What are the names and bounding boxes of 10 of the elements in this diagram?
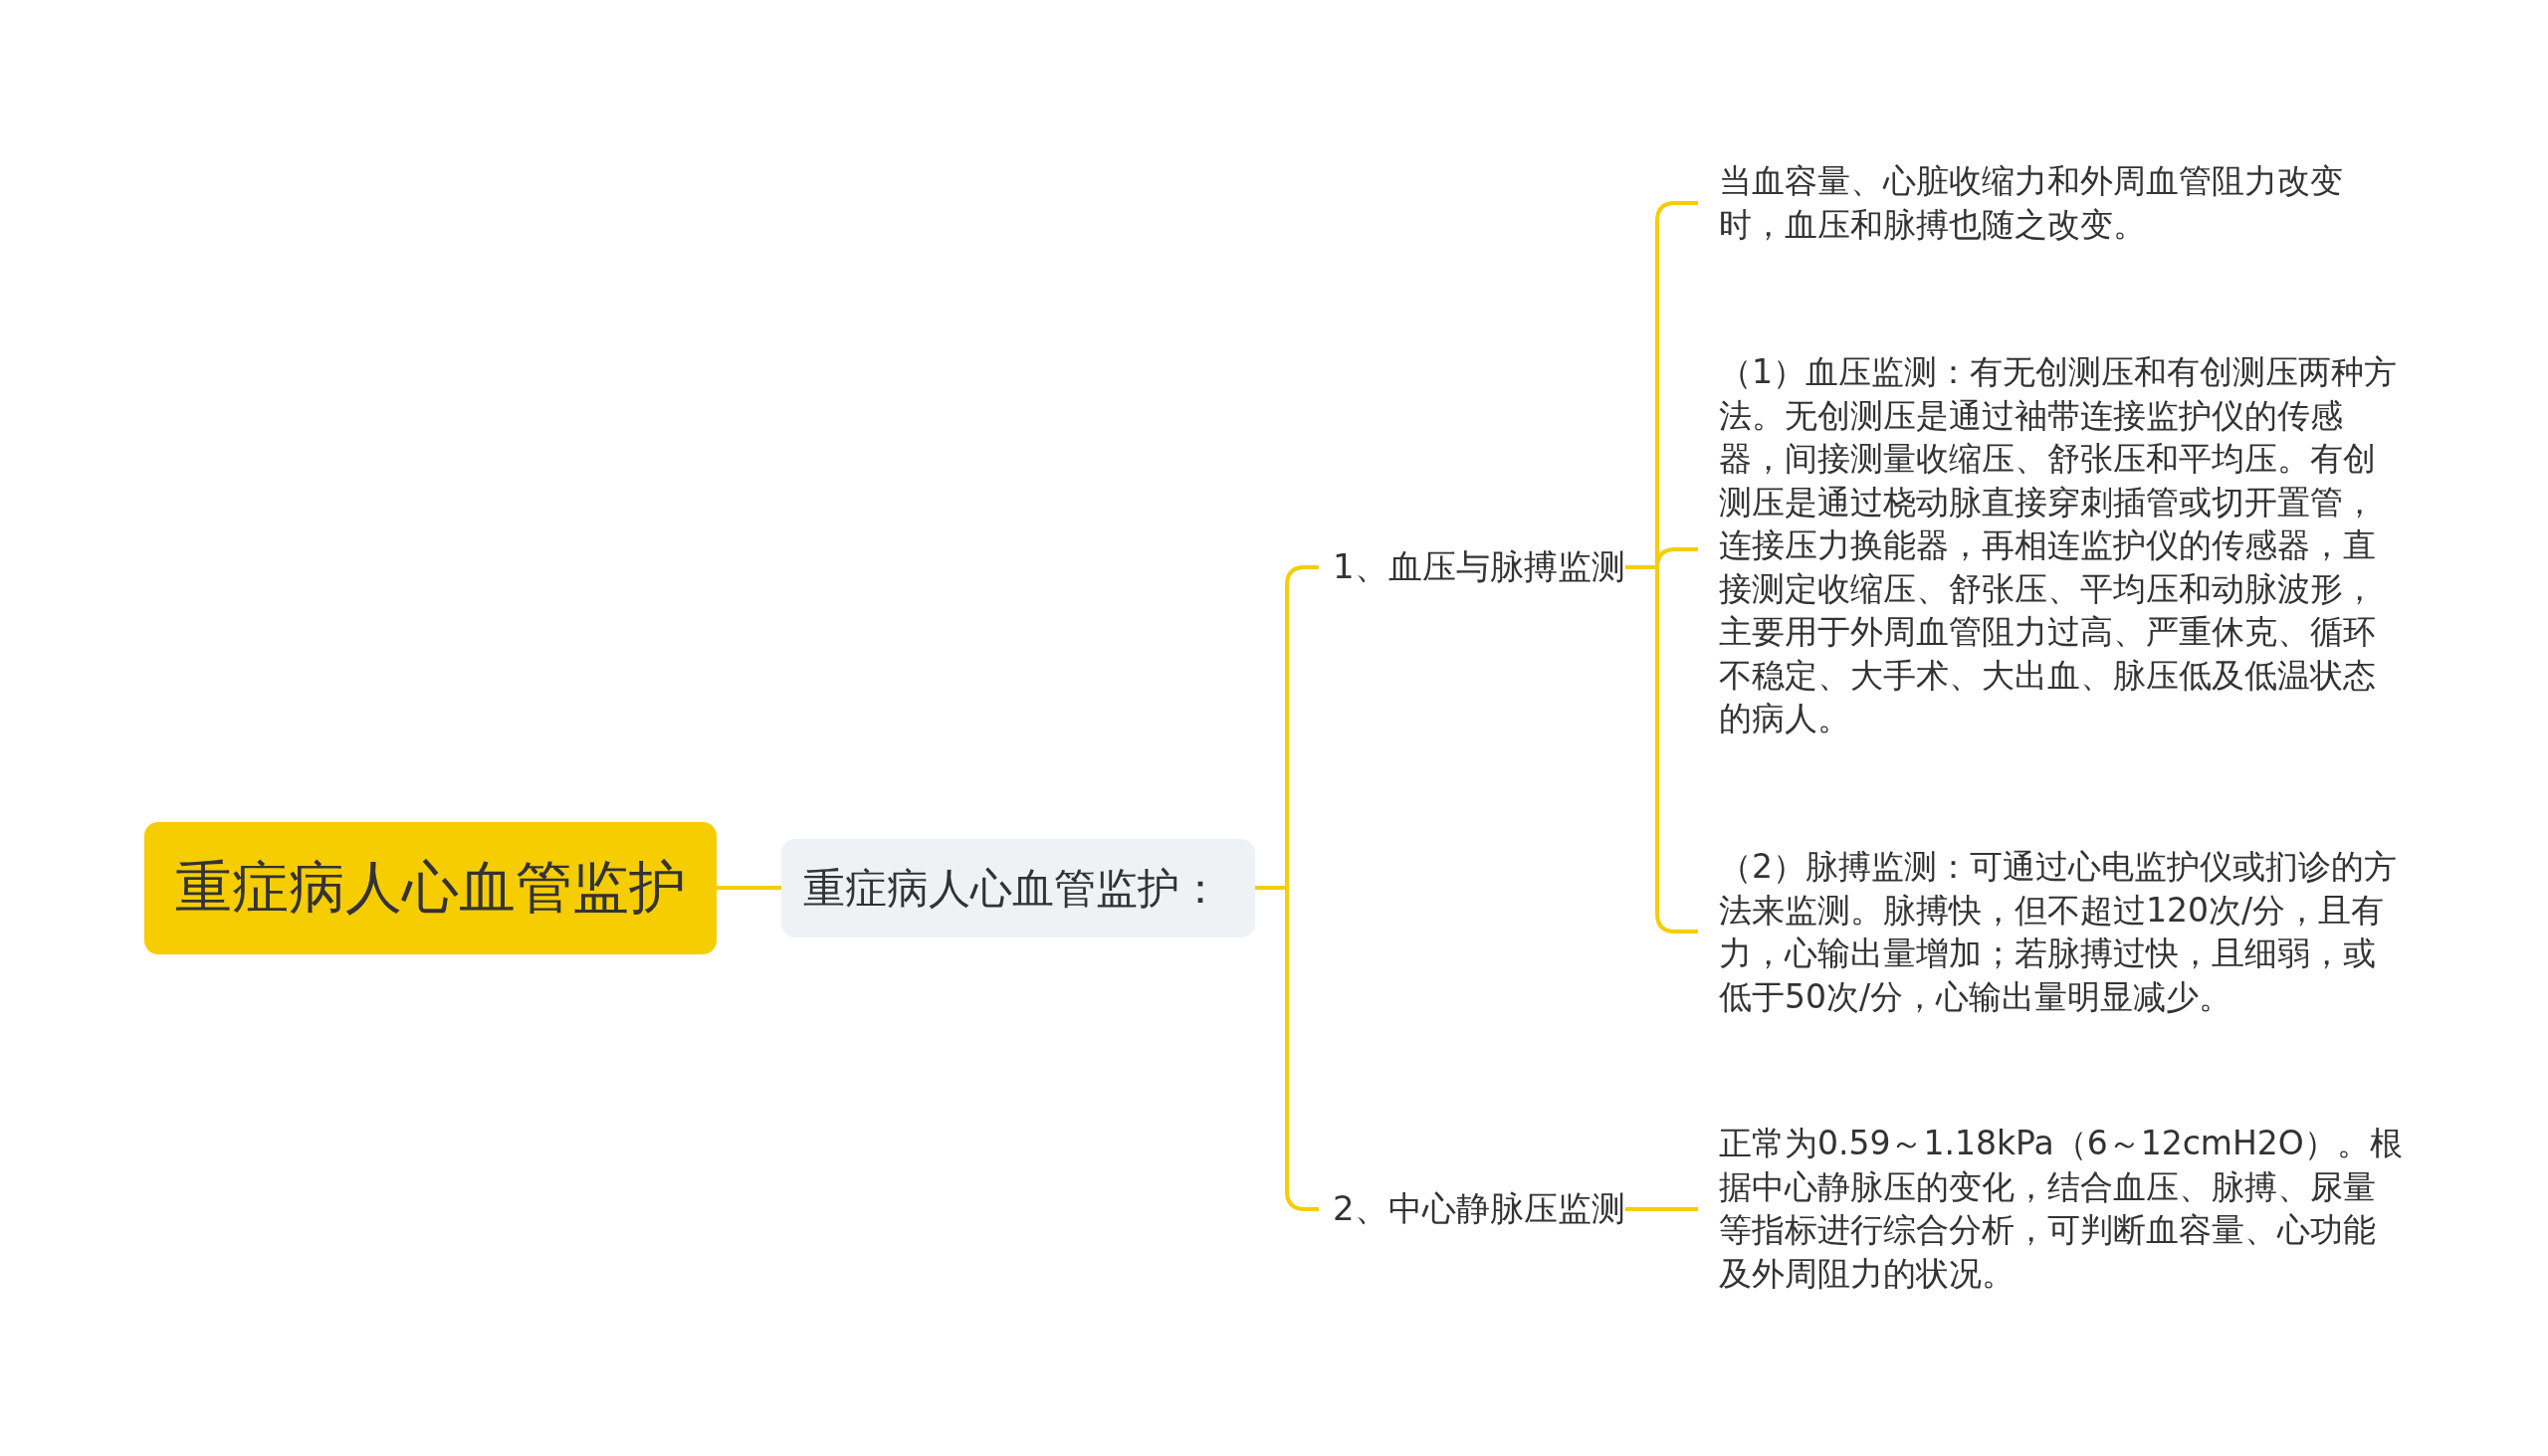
- branch-label: 2、中心静脉压监测: [1333, 1184, 1625, 1234]
- note-text: 当血容量、心脏收缩力和外周血管阻力改变时，血压和脉搏也随之改变。: [1719, 159, 2406, 246]
- note-text: 正常为0.59～1.18kPa（6～12cmH2O）。根据中心静脉压的变化，结合血压、脉搏、尿量等指标进行综合分析，可判断血容量、心功能及外周阻力的状况。: [1719, 1122, 2406, 1295]
- root-topic-box: 重症病人心血管监护: [144, 822, 717, 954]
- connector-line: [1625, 1207, 1698, 1211]
- topic-box: 重症病人心血管监护：: [781, 839, 1255, 937]
- connector-line: [717, 886, 781, 890]
- note-text: （1）血压监测：有无创测压和有创测压两种方法。无创测压是通过袖带连接监护仪的传感器，间接测量收缩压、舒张压和平均压。有创测压是通过桡动脉直接穿刺插管或切开置管，连接压力换能器，再相连监护仪的传感器，直接测定收缩压、舒张压、平均压和动脉波形，主要用于外周血管阻力过高、严重休克、循环不稳定、大手术、大出血、脉压低及低温状态的病人。: [1719, 350, 2406, 740]
- note-text: （2）脉搏监测：可通过心电监护仪或扪诊的方法来监测。脉搏快，但不超过120次/分，且有力，心输出量增加；若脉搏过快，且细弱，或低于50次/分，心输出量明显减少。: [1719, 845, 2406, 1018]
- branch-label: 1、血压与脉搏监测: [1333, 542, 1625, 592]
